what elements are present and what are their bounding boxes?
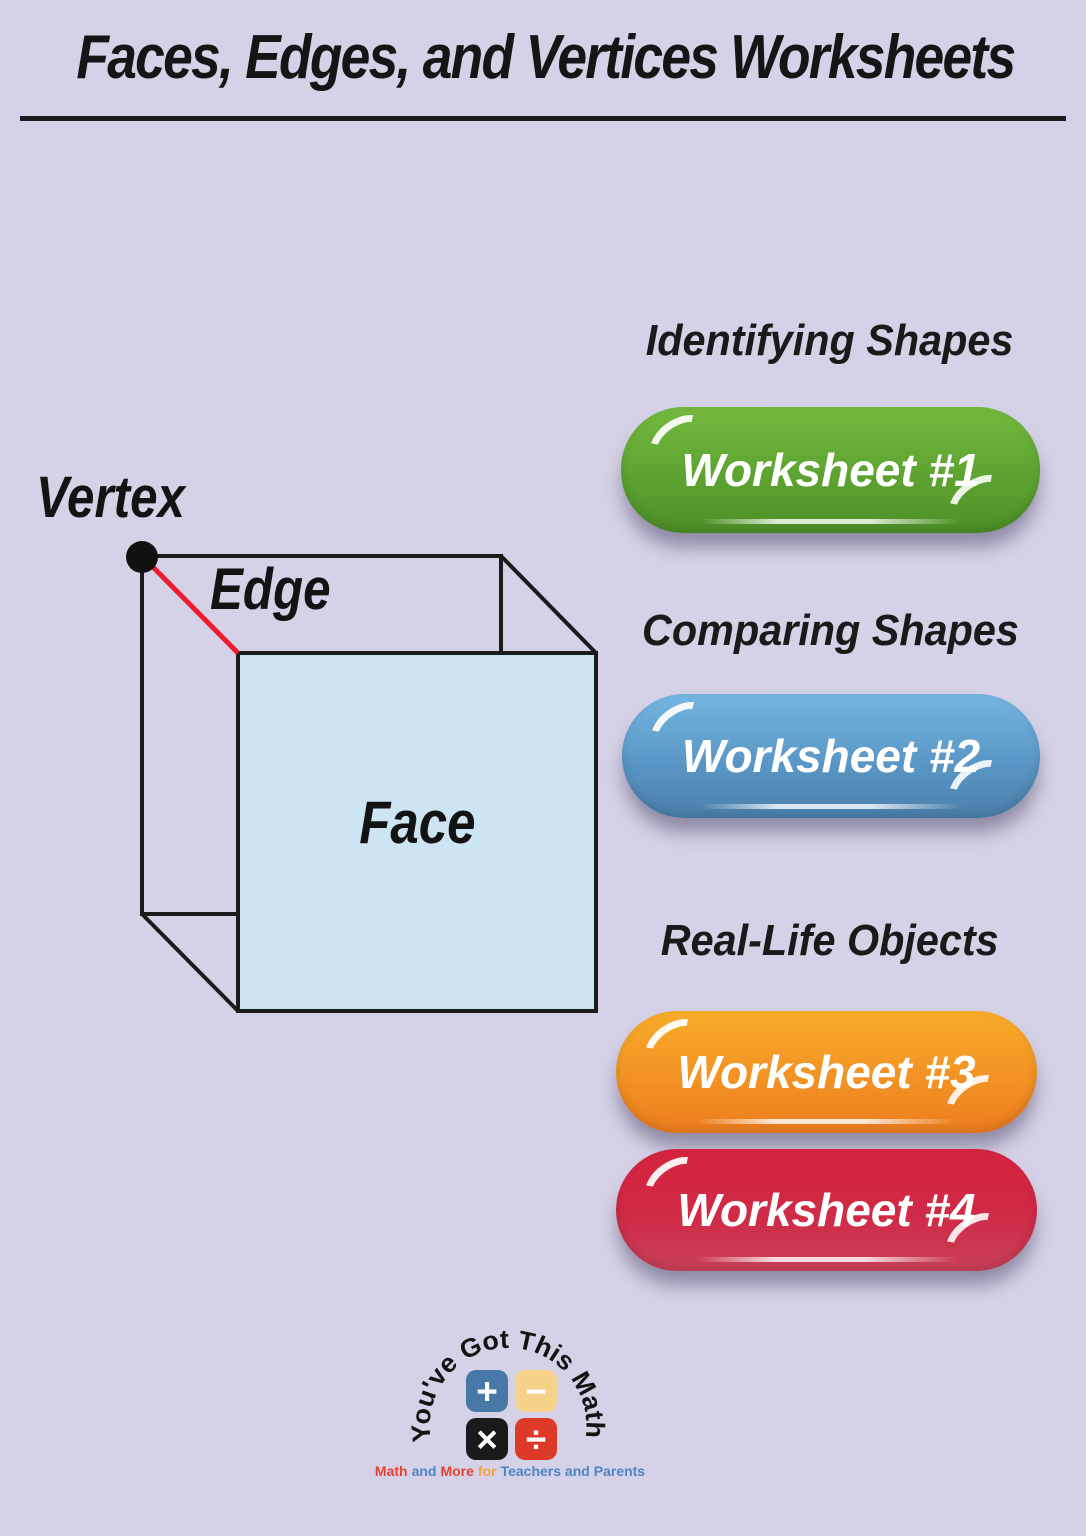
button-gloss-streak <box>701 804 961 809</box>
button-gloss-streak <box>695 1119 958 1124</box>
button-gloss-streak <box>695 1257 958 1262</box>
tagline-word: for <box>477 1463 497 1479</box>
button-gloss-streak <box>700 519 961 524</box>
heading-real-life-objects: Real-Life Objects <box>661 916 999 965</box>
worksheet-3-button-label: Worksheet #3 <box>677 1046 976 1098</box>
logo-tile-minus: − <box>515 1370 557 1412</box>
cube-edge-bottom-left <box>140 912 240 1013</box>
minus-icon: − <box>525 1370 547 1412</box>
plus-icon: + <box>476 1370 498 1412</box>
tagline-word: Teachers and Parents <box>500 1463 646 1479</box>
logo-tile-multiply: × <box>466 1418 508 1460</box>
cube-front-face <box>236 651 598 1013</box>
cube-edge-top-right <box>499 554 598 655</box>
worksheet-3-button[interactable]: Worksheet #3 <box>616 1011 1037 1133</box>
divide-icon: ÷ <box>525 1418 547 1460</box>
tagline-word: Math <box>374 1463 408 1479</box>
worksheet-2-button-label: Worksheet #2 <box>681 730 981 782</box>
heading-comparing-shapes: Comparing Shapes <box>641 606 1019 655</box>
worksheet-4-button-label: Worksheet #4 <box>677 1184 976 1236</box>
worksheet-1-button-label: Worksheet #1 <box>681 444 980 496</box>
logo-tile-plus: + <box>466 1370 508 1412</box>
multiply-icon: × <box>476 1418 498 1460</box>
title-underline <box>20 116 1066 121</box>
worksheet-1-button[interactable]: Worksheet #1 <box>621 407 1040 533</box>
logo-tile-divide: ÷ <box>515 1418 557 1460</box>
vertex-dot <box>126 541 158 573</box>
page-title: Faces, Edges, and Vertices Worksheets <box>0 22 1086 93</box>
cube-diagram <box>126 541 598 1013</box>
face-label: Face <box>358 789 476 856</box>
worksheet-2-button[interactable]: Worksheet #2 <box>622 694 1040 818</box>
heading-identifying-shapes: Identifying Shapes <box>646 316 1014 365</box>
vertex-label: Vertex <box>36 465 185 530</box>
tagline-word: More <box>440 1463 474 1479</box>
highlighted-edge-line <box>140 554 240 655</box>
edge-label: Edge <box>210 557 331 622</box>
tagline-word: and <box>411 1463 437 1479</box>
page-title-text: Faces, Edges, and Vertices Worksheets <box>76 23 1016 92</box>
worksheet-4-button[interactable]: Worksheet #4 <box>616 1149 1037 1271</box>
